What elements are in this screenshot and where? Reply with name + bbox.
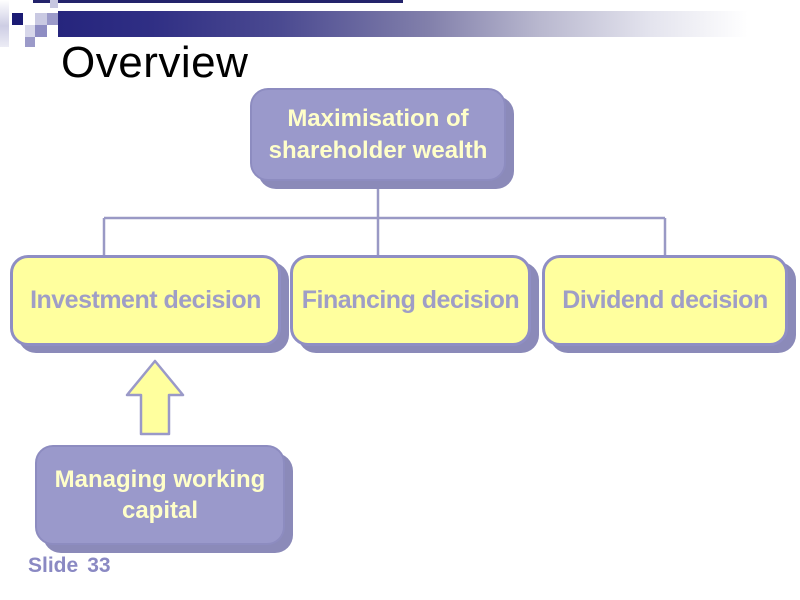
slide-number: Slide 33 [28, 554, 111, 578]
node-label: Maximisation of shareholder wealth [268, 105, 488, 164]
node-financing-decision: Financing decision [290, 255, 531, 346]
node-investment-decision: Investment decision [10, 255, 281, 346]
slide-number-value: 33 [87, 554, 111, 577]
decorative-square [35, 25, 47, 37]
node-dividend-decision: Dividend decision [542, 255, 788, 346]
node-label: Managing working capital [54, 465, 266, 524]
header-gradient-bar [58, 11, 800, 37]
up-arrow-icon [125, 359, 185, 436]
decorative-square [25, 25, 35, 37]
node-label: Investment decision [30, 286, 261, 314]
slide-title: Overview [61, 38, 249, 87]
decorative-square [50, 0, 58, 8]
decorative-square [25, 37, 35, 47]
node-maximisation-of-shareholder-wealth: Maximisation of shareholder wealth [250, 88, 506, 181]
node-label: Dividend decision [562, 286, 768, 314]
decorative-square [12, 13, 23, 25]
hierarchy-connectors [102, 181, 667, 256]
node-managing-working-capital: Managing working capital [35, 445, 285, 545]
top-rule [33, 0, 403, 3]
decorative-square [35, 13, 47, 25]
slide-number-label: Slide [28, 554, 79, 577]
node-label: Financing decision [301, 286, 520, 314]
left-edge-gradient [0, 0, 9, 47]
decorative-square [47, 13, 58, 25]
